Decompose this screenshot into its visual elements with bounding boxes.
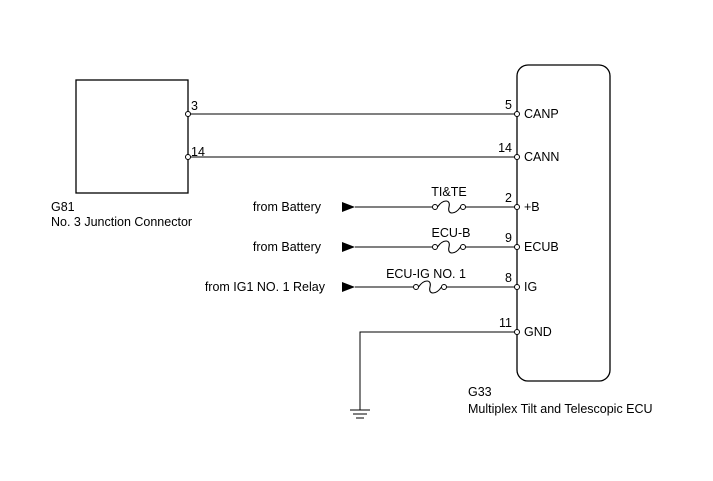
ecu-code: G33: [468, 385, 492, 399]
junction-pin-cann-terminal: [185, 154, 191, 160]
ecu-pin-terminal: [514, 204, 520, 210]
ecu-pin-terminal: [514, 329, 520, 335]
ecu-terminal-ecub: 9 ECUB: [505, 231, 559, 254]
fuse-terminal: [413, 284, 419, 290]
ecu-name: Multiplex Tilt and Telescopic ECU: [468, 402, 653, 416]
fuse-label: ECU-IG NO. 1: [386, 267, 466, 281]
power-input-ecub: from Battery ECU-B: [253, 226, 515, 254]
ground-wire: [359, 331, 515, 410]
ecu-pin-terminal: [514, 244, 520, 250]
ecu-pin-number: 9: [505, 231, 512, 245]
ecu-terminal-cann: 14 CANN: [498, 141, 559, 164]
fuse-label: TI&TE: [431, 185, 466, 199]
ecu-terminal-label: CANN: [524, 150, 559, 164]
ecu-terminal-label: +B: [524, 200, 540, 214]
power-input-ig: from IG1 NO. 1 Relay ECU-IG NO. 1: [205, 267, 515, 294]
ground-icon: [350, 409, 370, 419]
ecu-pin-number: 14: [498, 141, 512, 155]
ecu-pin-terminal: [514, 154, 520, 160]
fuse-terminal: [460, 204, 466, 210]
ecu-terminal-label: ECUB: [524, 240, 559, 254]
arrow-right-icon: [342, 282, 355, 292]
power-source-label: from IG1 NO. 1 Relay: [205, 280, 326, 294]
arrow-right-icon: [342, 242, 355, 252]
fuse-terminal: [441, 284, 447, 290]
power-source-label: from Battery: [253, 240, 322, 254]
fuse-icon: [418, 280, 442, 294]
fuse-terminal: [460, 244, 466, 250]
ecu-terminal-gnd: 11 GND: [499, 316, 552, 339]
ecu-terminal-label: CANP: [524, 107, 559, 121]
ecu-pin-number: 11: [499, 316, 512, 330]
fuse-label: ECU-B: [432, 226, 471, 240]
ecu-terminal-label: IG: [524, 280, 537, 294]
ecu-pin-terminal: [514, 284, 520, 290]
ecu-pin-number: 2: [505, 191, 512, 205]
fuse-terminal: [432, 244, 438, 250]
junction-pin-canp-terminal: [185, 111, 191, 117]
ecu-terminal-canp: 5 CANP: [505, 98, 559, 121]
fuse-terminal: [432, 204, 438, 210]
power-source-label: from Battery: [253, 200, 322, 214]
fuse-icon: [437, 200, 461, 214]
junction-pin-cann: 14: [191, 145, 205, 159]
ecu-pin-terminal: [514, 111, 520, 117]
ecu-terminal-label: GND: [524, 325, 552, 339]
ecu-box: [516, 64, 611, 382]
junction-pin-canp: 3: [191, 99, 198, 113]
ecu-pin-number: 8: [505, 271, 512, 285]
junction-connector-box: [75, 79, 189, 194]
power-input-plus-b: from Battery TI&TE: [253, 185, 515, 214]
ecu-pin-number: 5: [505, 98, 512, 112]
junction-connector-name: No. 3 Junction Connector: [51, 215, 192, 229]
fuse-icon: [437, 240, 461, 254]
junction-connector-code: G81: [51, 200, 75, 214]
arrow-right-icon: [342, 202, 355, 212]
